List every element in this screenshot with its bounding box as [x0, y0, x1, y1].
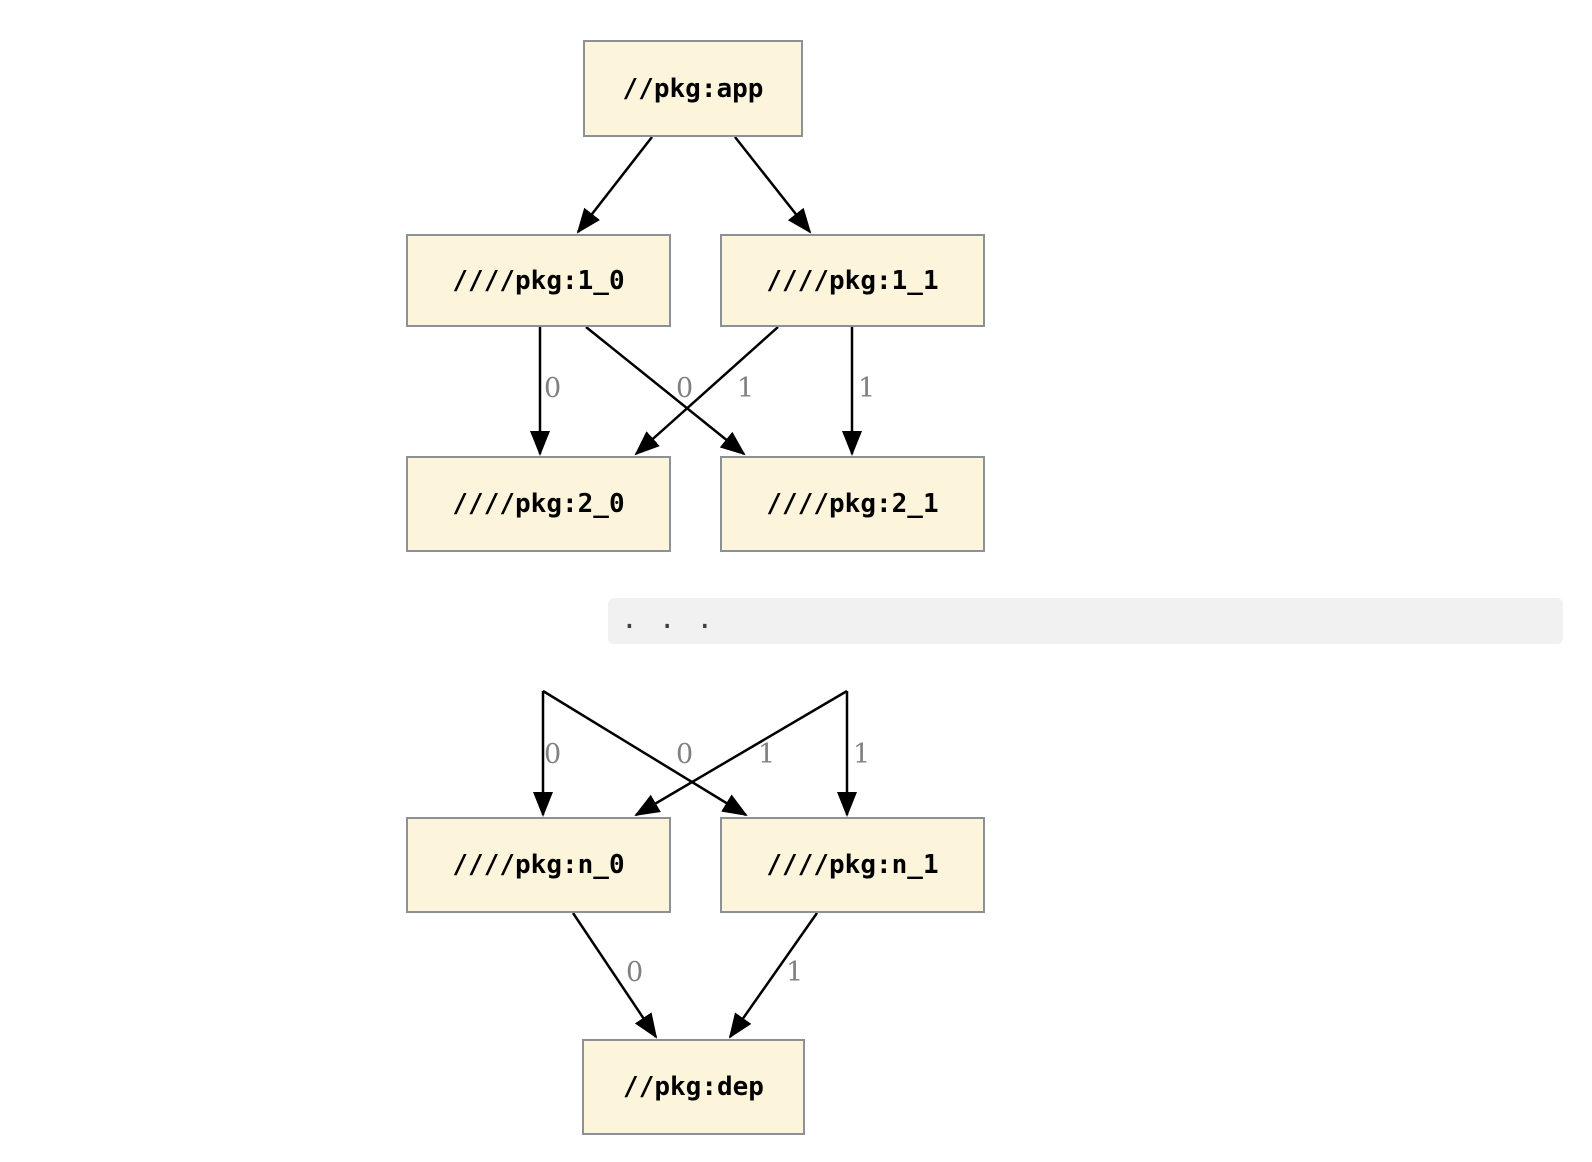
- node-pkg-app-label: //pkg:app: [622, 73, 764, 104]
- node-pkg-2_1: ////pkg:2_1: [720, 456, 985, 552]
- ellipsis-dots: . . .: [621, 602, 716, 635]
- node-pkg-app: //pkg:app: [583, 40, 803, 137]
- edge-label-n_0-dep: 0: [626, 957, 644, 988]
- edge-ellipsis-to-n_0-cross: [634, 689, 848, 817]
- node-pkg-n_1: ////pkg:n_1: [720, 817, 985, 913]
- node-pkg-n_0-label: ////pkg:n_0: [452, 850, 625, 880]
- edge-label-1_0-2_0: 0: [544, 373, 562, 404]
- node-pkg-1_1: ////pkg:1_1: [720, 234, 985, 327]
- edge-app-to-1_0: [576, 136, 653, 234]
- edge-app-to-1_1: [734, 136, 812, 234]
- node-pkg-n_1-label: ////pkg:n_1: [766, 850, 939, 880]
- edge-n_0-to-dep: [571, 912, 658, 1039]
- edge-ellipsis-to-n_1-cross: [542, 689, 748, 817]
- node-pkg-2_1-label: ////pkg:2_1: [766, 489, 939, 519]
- node-pkg-dep-label: //pkg:dep: [623, 1072, 764, 1102]
- node-pkg-1_0-label: ////pkg:1_0: [452, 265, 625, 296]
- edge-label-ellipsis-n_0-straight: 0: [544, 739, 562, 770]
- edge-1_1-to-2_0: [634, 326, 779, 456]
- edge-n_1-to-dep: [728, 912, 819, 1039]
- node-pkg-1_0: ////pkg:1_0: [406, 234, 671, 327]
- edge-label-1_1-2_1: 1: [858, 373, 876, 404]
- node-pkg-dep: //pkg:dep: [582, 1039, 805, 1135]
- ellipsis-separator: . . .: [608, 598, 1563, 644]
- edge-label-ellipsis-n_1-straight: 1: [853, 739, 871, 770]
- edge-label-ellipsis-n_0-cross: 0: [676, 739, 694, 770]
- edge-label-1_1-2_0: 0: [676, 373, 694, 404]
- node-pkg-1_1-label: ////pkg:1_1: [766, 265, 939, 296]
- node-pkg-n_0: ////pkg:n_0: [406, 817, 671, 913]
- edge-1_0-to-2_1: [585, 326, 746, 456]
- edge-label-n_1-dep: 1: [786, 957, 804, 988]
- node-pkg-2_0: ////pkg:2_0: [406, 456, 671, 552]
- node-pkg-2_0-label: ////pkg:2_0: [452, 489, 625, 519]
- edge-label-1_0-2_1: 1: [737, 373, 755, 404]
- edge-label-ellipsis-n_1-cross: 1: [758, 739, 776, 770]
